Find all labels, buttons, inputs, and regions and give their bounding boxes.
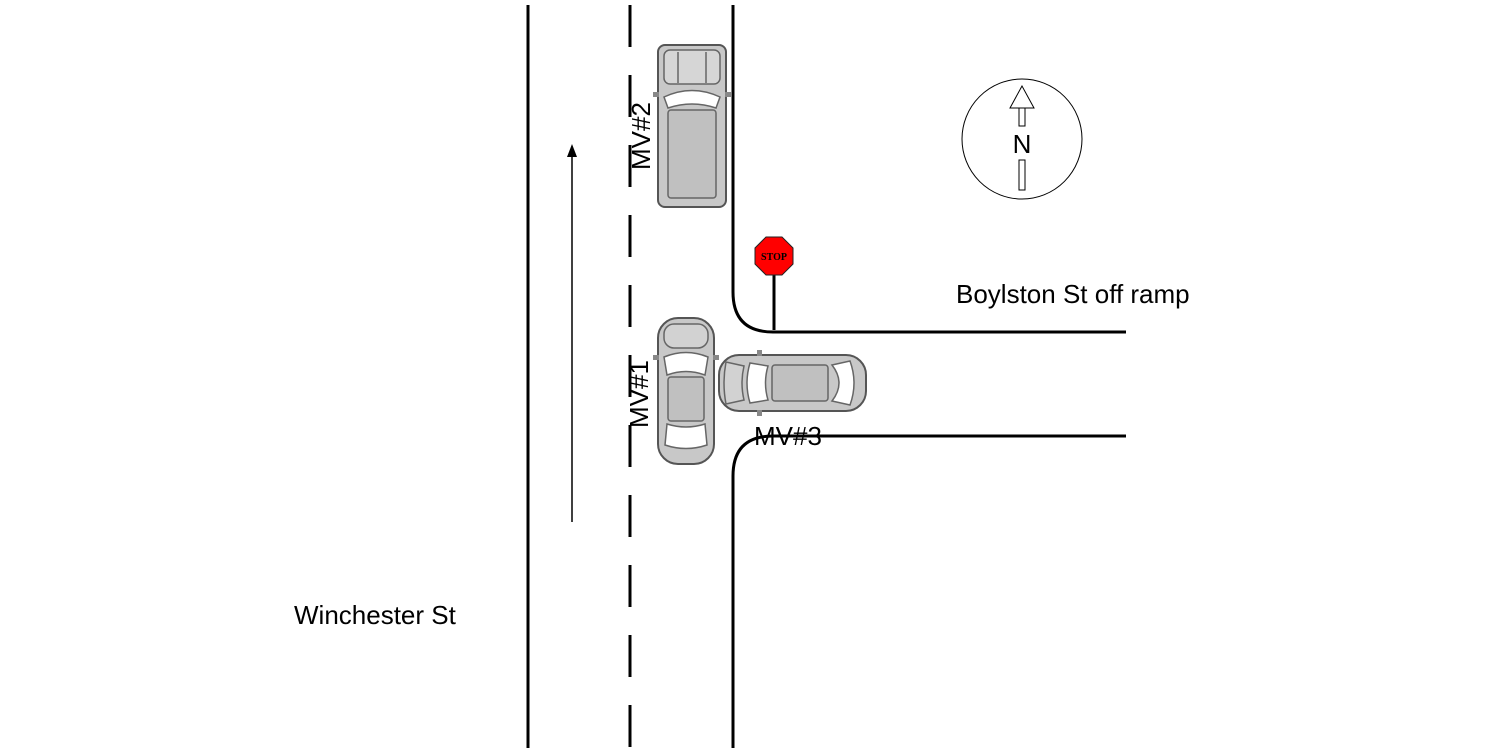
stop-sign: STOP [754,236,794,330]
compass-label: N [1013,129,1032,159]
road-lines [526,5,1126,748]
stop-sign-octagon [754,236,794,276]
vehicle-label-mv3: MV#3 [754,421,822,451]
north-compass: N [961,78,1083,200]
vehicle-label-mv1: MV#1 [624,360,654,428]
stop-sign-text: STOP [761,252,787,263]
winchester-east-edge-north [731,5,1126,334]
compass-circle [961,78,1083,200]
winchester-east-edge-south [731,434,1126,748]
vehicle-mv2 [653,44,731,208]
street-label-winchester: Winchester St [294,600,457,630]
vehicle-label-mv2: MV#2 [626,102,656,170]
vehicle-mv3 [718,350,867,416]
street-label-boylston: Boylston St off ramp [956,279,1190,309]
travel-arrow-icon [567,144,577,522]
vehicle-mv1 [653,317,719,465]
